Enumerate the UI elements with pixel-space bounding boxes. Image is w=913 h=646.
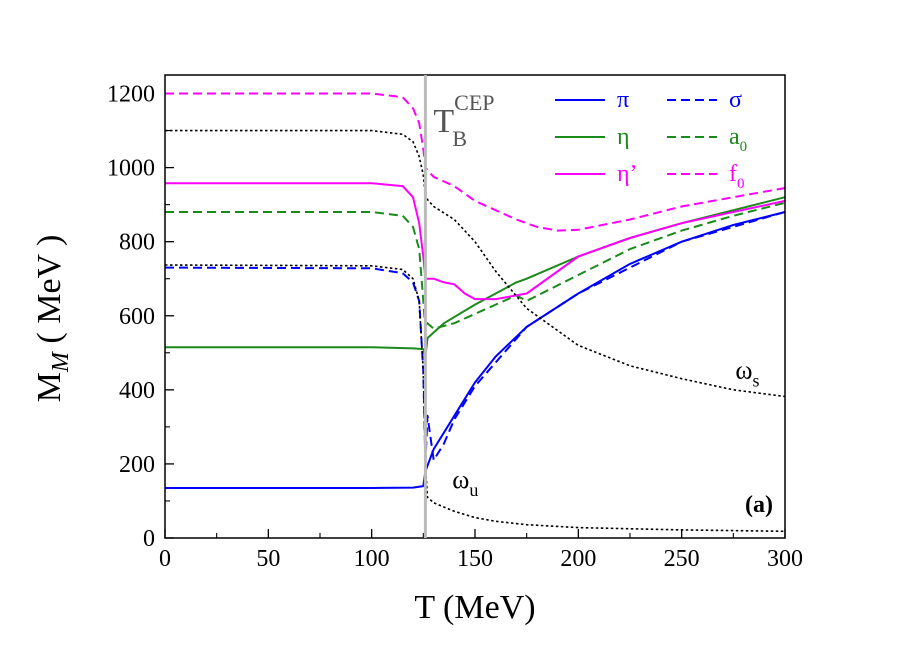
x-tick-label: 300 bbox=[767, 546, 803, 572]
vline-label: TCEP B bbox=[433, 90, 494, 151]
legend-label-sub: 0 bbox=[740, 139, 748, 155]
curve-annotation-main: ω bbox=[735, 356, 752, 385]
legend-label-main: f bbox=[729, 161, 737, 187]
legend-label-main: η bbox=[617, 124, 630, 150]
legend-label: η’ bbox=[617, 161, 638, 187]
legend-label: π bbox=[617, 87, 629, 113]
legend-label: f0 bbox=[729, 161, 745, 192]
legend-label-main: η’ bbox=[617, 161, 638, 187]
x-tick-label: 0 bbox=[159, 546, 171, 572]
vline-label-sup: CEP bbox=[454, 90, 494, 115]
legend-label: a0 bbox=[729, 124, 747, 155]
y-axis-title-main: M bbox=[31, 372, 68, 402]
curve-annotation-sub: u bbox=[469, 480, 478, 500]
legend-label-main: π bbox=[617, 87, 629, 113]
series-line-7 bbox=[164, 264, 786, 533]
curve-annotation: ωu bbox=[452, 465, 478, 500]
curve-annotation-main: ω bbox=[452, 465, 469, 494]
series-line-1 bbox=[164, 211, 786, 465]
curve-annotation-sub: s bbox=[753, 371, 760, 391]
series-line-0 bbox=[165, 211, 786, 489]
panel-label: (a) bbox=[745, 492, 773, 518]
vline-label-main: T bbox=[433, 103, 454, 140]
x-tick-label: 200 bbox=[560, 546, 596, 572]
axis-ticks bbox=[164, 92, 786, 539]
legend-label: η bbox=[617, 124, 630, 150]
y-axis-title-unit: ( MeV ) bbox=[31, 235, 68, 352]
x-axis-title: T (MeV) bbox=[414, 589, 535, 626]
y-tick-label: 200 bbox=[119, 452, 155, 478]
plot-frame bbox=[164, 74, 786, 539]
x-tick-label: 250 bbox=[664, 546, 700, 572]
critical-temperature-line: TCEP B bbox=[423, 75, 495, 538]
y-tick-label: 1000 bbox=[107, 156, 155, 182]
y-tick-label: 1200 bbox=[107, 82, 155, 108]
x-tick-label: 100 bbox=[354, 546, 390, 572]
series-line-3 bbox=[165, 201, 786, 332]
legend-label-main: a bbox=[729, 124, 740, 150]
vline-label-sub: B bbox=[452, 126, 467, 151]
y-axis-title-sub: M bbox=[48, 350, 74, 373]
tick-labels: 0 50 100 150 200 250 300 0 200 400 600 800 1000 1200 bbox=[107, 82, 803, 572]
x-tick-label: 50 bbox=[256, 546, 280, 572]
legend-label-main: σ bbox=[729, 87, 742, 113]
y-tick-label: 800 bbox=[119, 230, 155, 256]
y-tick-label: 400 bbox=[119, 378, 155, 404]
y-axis-title: MM ( MeV ) bbox=[31, 235, 74, 403]
x-tick-label: 150 bbox=[457, 546, 493, 572]
series-line-4 bbox=[165, 182, 786, 301]
legend-label-sub: 0 bbox=[737, 176, 745, 192]
series-line-6 bbox=[165, 129, 786, 398]
series-layer bbox=[164, 92, 786, 533]
y-tick-label: 0 bbox=[143, 526, 155, 552]
curve-annotation: ωs bbox=[735, 356, 759, 391]
legend-label: σ bbox=[729, 87, 742, 113]
y-tick-label: 600 bbox=[119, 304, 155, 330]
